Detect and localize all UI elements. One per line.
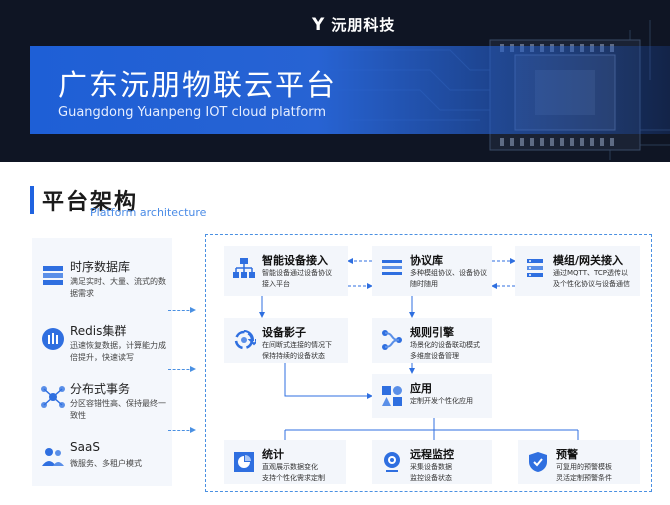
card-desc: 通过MQTT、TCP透传以及个性化协议与设备通信 xyxy=(553,268,630,290)
card-desc-line: 多维度设备管理 xyxy=(410,352,459,360)
card-desc: 定制开发个性化应用 xyxy=(410,396,473,407)
card-desc: 多种模组协议、设备协议随时随用 xyxy=(410,268,487,290)
card-title: 远程监控 xyxy=(410,448,454,461)
sync-icon xyxy=(234,330,256,350)
cluster-icon xyxy=(42,328,64,350)
card-application[interactable]: 应用 定制开发个性化应用 xyxy=(372,374,492,418)
card-desc: 直观展示数据变化支持个性化需求定制 xyxy=(262,462,325,484)
card-device-shadow[interactable]: 设备影子 在间断式连接的情况下保持持续的设备状态 xyxy=(224,318,348,363)
page-title: 广东沅朋物联云平台 xyxy=(58,68,338,102)
gateway-icon xyxy=(527,259,543,277)
users-icon xyxy=(42,448,64,466)
feature-title: 分布式事务 xyxy=(70,382,131,396)
card-title: 模组/网关接入 xyxy=(553,254,624,267)
feature-desc: 满足实时、大量、流式的数据需求 xyxy=(70,277,166,298)
feature-title: 时序数据库 xyxy=(70,260,131,274)
card-desc-line: 通过MQTT、TCP透传以 xyxy=(553,269,628,277)
card-desc-line: 随时随用 xyxy=(410,280,438,288)
brand-logo[interactable]: Y 沅朋科技 xyxy=(312,14,395,35)
card-module-gateway[interactable]: 模组/网关接入 通过MQTT、TCP透传以及个性化协议与设备通信 xyxy=(515,246,640,296)
brand-name: 沅朋科技 xyxy=(331,16,396,34)
card-title: 智能设备接入 xyxy=(262,254,328,267)
card-title: 应用 xyxy=(410,382,432,395)
card-protocol-library[interactable]: 协议库 多种模组协议、设备协议随时随用 xyxy=(372,246,492,296)
card-desc: 场景化的设备联动模式多维度设备管理 xyxy=(410,340,480,362)
card-desc: 可复用的预警模板灵活定制预警条件 xyxy=(556,462,612,484)
card-desc-line: 监控设备状态 xyxy=(410,474,452,482)
card-desc-line: 智能设备通过设备协议 xyxy=(262,269,332,277)
card-desc-line: 灵活定制预警条件 xyxy=(556,474,612,482)
feature-desc: 微服务、多租户模式 xyxy=(70,459,142,468)
architecture-frame xyxy=(205,234,652,492)
connector-arrow xyxy=(168,307,196,313)
card-desc-line: 可复用的预警模板 xyxy=(556,463,612,471)
card-title: 统计 xyxy=(262,448,284,461)
card-desc: 智能设备通过设备协议接入平台 xyxy=(262,268,332,290)
brand-mark-icon: Y xyxy=(312,14,326,35)
flow-icon xyxy=(382,330,402,350)
card-alert[interactable]: 预警 可复用的预警模板灵活定制预警条件 xyxy=(518,440,640,484)
card-desc-line: 在间断式连接的情况下 xyxy=(262,341,332,349)
feature-desc: 分区容错性高、保持最终一致性 xyxy=(70,399,166,420)
feature-column: 时序数据库 满足实时、大量、流式的数据需求 Redis集群 迅速恢复数据，计算能… xyxy=(32,238,172,486)
card-title: 预警 xyxy=(556,448,578,461)
feature-title: SaaS xyxy=(70,440,100,454)
feature-desc: 迅速恢复数据，计算能力成倍提升，快速读写 xyxy=(70,341,166,362)
header-banner: Y 沅朋科技 广东沅朋物联云平台 Guangdong Yuanpeng IOT … xyxy=(0,0,670,162)
card-title: 设备影子 xyxy=(262,326,306,339)
card-desc-line: 支持个性化需求定制 xyxy=(262,474,325,482)
connector-arrow xyxy=(168,427,196,433)
camera-icon xyxy=(384,452,400,472)
section-subtitle: Platform architecture xyxy=(90,206,207,219)
card-title: 规则引擎 xyxy=(410,326,454,339)
card-title: 协议库 xyxy=(410,254,443,267)
card-desc-line: 采集设备数据 xyxy=(410,463,452,471)
shield-check-icon xyxy=(529,452,547,472)
feature-title: Redis集群 xyxy=(70,324,127,338)
apps-icon xyxy=(382,386,402,406)
distributed-icon xyxy=(41,386,65,408)
section-accent-bar xyxy=(30,186,34,214)
card-desc-line: 场景化的设备联动模式 xyxy=(410,341,480,349)
card-device-access[interactable]: 智能设备接入 智能设备通过设备协议接入平台 xyxy=(224,246,348,296)
card-desc-line: 定制开发个性化应用 xyxy=(410,397,473,405)
card-desc-line: 及个性化协议与设备通信 xyxy=(553,280,630,288)
card-desc-line: 接入平台 xyxy=(262,280,290,288)
card-desc-line: 直观展示数据变化 xyxy=(262,463,318,471)
card-desc-line: 多种模组协议、设备协议 xyxy=(410,269,487,277)
card-statistics[interactable]: 统计 直观展示数据变化支持个性化需求定制 xyxy=(224,440,346,484)
title-panel: 广东沅朋物联云平台 Guangdong Yuanpeng IOT cloud p… xyxy=(30,46,670,134)
page-subtitle: Guangdong Yuanpeng IOT cloud platform xyxy=(58,105,327,120)
card-rule-engine[interactable]: 规则引擎 场景化的设备联动模式多维度设备管理 xyxy=(372,318,492,363)
network-icon xyxy=(233,258,255,278)
card-remote-monitor[interactable]: 远程监控 采集设备数据监控设备状态 xyxy=(372,440,492,484)
card-desc: 采集设备数据监控设备状态 xyxy=(410,462,452,484)
section-heading: 平台架构 xyxy=(30,186,139,215)
section-title: 平台架构 xyxy=(42,190,139,215)
card-desc-line: 保持持续的设备状态 xyxy=(262,352,325,360)
connector-arrow xyxy=(168,366,196,372)
list-icon xyxy=(382,260,402,275)
chart-icon xyxy=(234,452,254,472)
card-desc: 在间断式连接的情况下保持持续的设备状态 xyxy=(262,340,332,362)
database-icon xyxy=(43,266,63,285)
